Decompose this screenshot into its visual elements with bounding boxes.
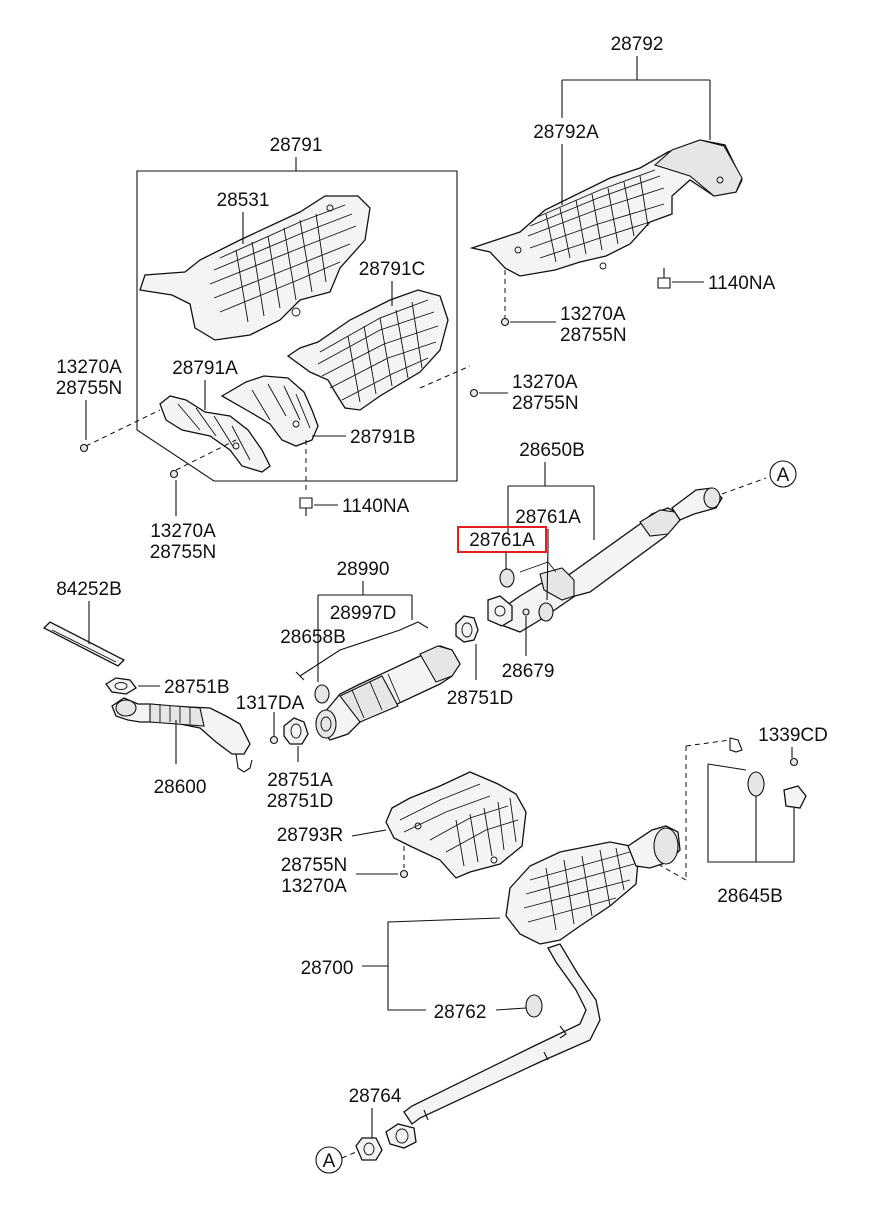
leader-28762 (495, 1007, 527, 1011)
leader-28792 (561, 56, 711, 140)
dashed-line-bracket (639, 739, 731, 881)
gasket-28764 (355, 1137, 383, 1161)
leader-28761a-a (546, 529, 549, 601)
dashed-line-bot (175, 439, 237, 471)
front-pipe-28600 (111, 697, 253, 773)
label-28764: 28764 (349, 1086, 402, 1107)
hanger-bracket-28645b (729, 737, 807, 809)
sensor-tip (295, 671, 305, 681)
leader-28793r (351, 829, 387, 837)
sensor-wire-28997d (299, 621, 429, 677)
heat-shield-28791b (220, 375, 319, 447)
highlight-box-28761a (457, 526, 547, 553)
label-28762: 28762 (434, 1002, 487, 1023)
nut-1317da (269, 735, 279, 745)
nut-13270a-hs (399, 869, 409, 879)
catalytic-converter-28990 (315, 645, 461, 741)
leader-28650b (507, 462, 595, 540)
bolt-1140na-top (657, 268, 671, 289)
dashed-line-left (85, 409, 161, 447)
nut-13270a-mid (469, 388, 479, 398)
label-28600: 28600 (154, 777, 207, 798)
label-1317da: 1317DA (236, 693, 305, 714)
gasket-28751b (105, 677, 137, 695)
label-28791a: 28791A (172, 358, 238, 379)
label-28751b: 28751B (164, 677, 230, 698)
label-28791c: 28791C (359, 259, 426, 280)
label-28679: 28679 (502, 661, 555, 682)
nut-28679 (522, 608, 530, 616)
label-28793r: 28793R (277, 825, 344, 846)
label-28792: 28792 (611, 34, 664, 55)
label-28658b: 28658B (280, 627, 346, 648)
ref-a-bot: A (323, 1151, 336, 1172)
label-28755n-hs: 28755N (281, 855, 348, 876)
leader-28700 (362, 917, 501, 1011)
heat-shield-28793r (385, 771, 527, 879)
strip-84252b (42, 621, 126, 667)
hanger-28761a-a (499, 568, 515, 588)
pipe-flange (385, 1123, 417, 1149)
label-28761a-b: 28761A (469, 530, 535, 551)
nut-13270a-bot (169, 469, 179, 479)
dashed-line-ref-a-bot (341, 1151, 357, 1159)
label-28700: 28700 (301, 958, 354, 979)
heat-shield-28791c (286, 289, 449, 411)
label-13270a-mid: 13270A (512, 372, 578, 393)
label-1140na-mid: 1140NA (342, 496, 410, 517)
label-28997d: 28997D (330, 603, 397, 624)
hanger-28658b (314, 684, 330, 704)
label-28791: 28791 (270, 135, 323, 156)
label-13270a-tr: 13270A (560, 304, 626, 325)
nut-13270a-tr (500, 317, 510, 327)
label-13270a-bot: 13270A (150, 521, 216, 542)
dashed-line-mid (419, 365, 471, 389)
label-28755n-bot: 28755N (150, 542, 217, 563)
ref-circle-a-top (769, 460, 797, 488)
hanger-28762 (525, 994, 543, 1018)
ref-a-top: A (777, 465, 790, 486)
group-box-28791 (136, 170, 458, 482)
leader-28990 (317, 581, 413, 682)
label-28751d-r: 28751D (447, 688, 514, 709)
gasket-28751d (455, 615, 479, 643)
ref-circle-a-bot (315, 1146, 343, 1174)
label-13270a-left: 13270A (56, 357, 122, 378)
label-28751a: 28751A (267, 770, 333, 791)
label-28990: 28990 (337, 559, 390, 580)
clip (559, 1025, 567, 1039)
label-1339cd: 1339CD (758, 725, 828, 746)
label-84252b: 84252B (56, 579, 122, 600)
label-28755n-tr: 28755N (560, 325, 627, 346)
heat-shield-28792a (469, 139, 743, 277)
label-28531: 28531 (217, 190, 270, 211)
label-28755n-left: 28755N (56, 378, 123, 399)
bolt-1140na-mid (299, 440, 313, 516)
gasket-28751a (283, 717, 309, 745)
label-28791b: 28791B (350, 427, 416, 448)
label-28645b: 28645B (717, 886, 783, 907)
label-28761a-a: 28761A (515, 507, 581, 528)
label-28751d-b: 28751D (267, 791, 334, 812)
heat-shield-28531 (139, 195, 371, 341)
center-muffler-28650b (487, 487, 723, 633)
label-28792a: 28792A (533, 122, 599, 143)
leader-28645b (707, 763, 795, 863)
dashed-line-ref-a (721, 477, 767, 495)
heat-shield-28791a (159, 395, 271, 473)
label-28755n-mid: 28755N (512, 393, 579, 414)
label-1140na-top: 1140NA (708, 273, 776, 294)
label-13270a-hs: 13270A (281, 876, 347, 897)
nut-13270a-left (79, 443, 89, 453)
rear-muffler-28700 (403, 825, 681, 1125)
label-28650b: 28650B (519, 440, 585, 461)
hanger-28761a-b (538, 602, 554, 622)
